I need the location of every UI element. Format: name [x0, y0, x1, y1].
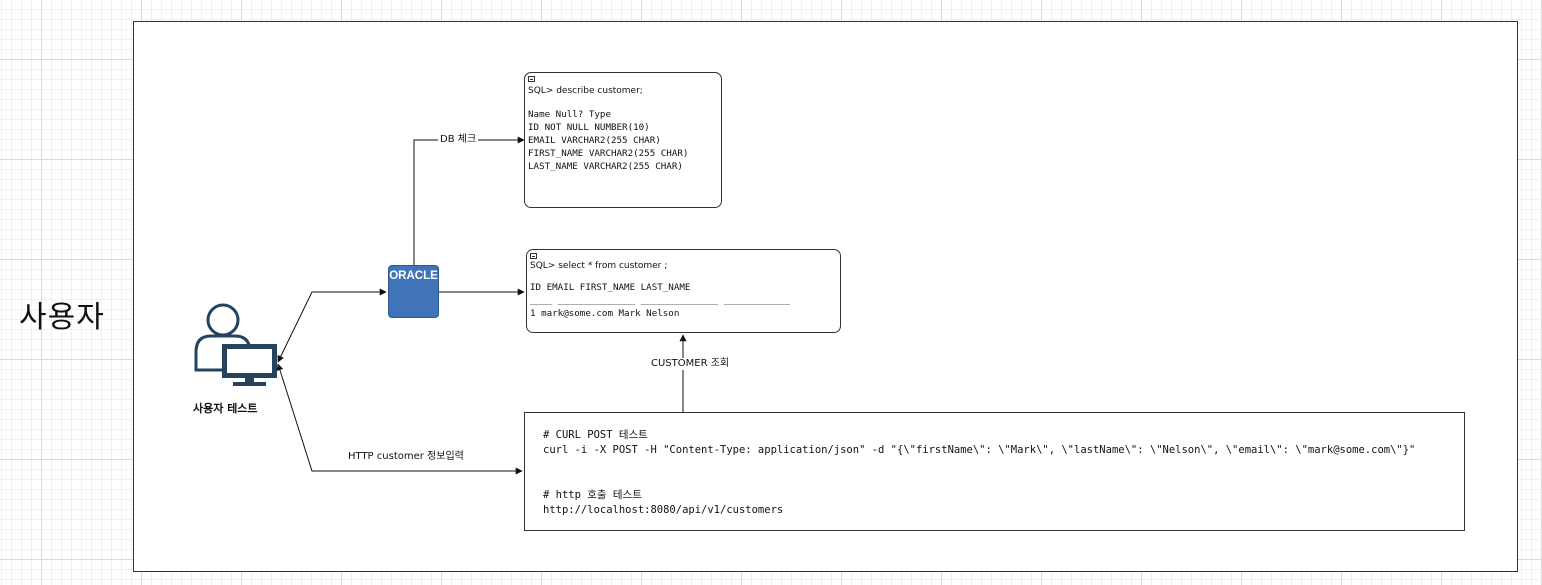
edge-user-curl	[276, 363, 523, 475]
curl-test-box: # CURL POST 테스트 curl -i -X POST -H "Cont…	[524, 412, 1465, 531]
oracle-db-icon: ORACLE	[388, 265, 439, 318]
edge-label-db-check: DB 체크	[438, 134, 479, 146]
user-computer-icon	[194, 303, 277, 386]
user-label: 사용자 테스트	[193, 402, 258, 415]
collapse-icon	[530, 253, 537, 259]
select-prompt: SQL> select * from customer ;	[530, 261, 668, 271]
edge-user-oracle	[277, 288, 387, 363]
select-customer-box: SQL> select * from customer ; ID EMAIL F…	[526, 249, 841, 333]
edge-label-customer-query: CUSTOMER 조회	[649, 358, 732, 370]
describe-customer-box: SQL> describe customer; Name Null? Type …	[524, 72, 722, 208]
select-output: ID EMAIL FIRST_NAME LAST_NAME ____ _____…	[530, 282, 790, 319]
edge-label-http-input: HTTP customer 정보입력	[346, 451, 466, 463]
collapse-icon	[528, 76, 535, 82]
edge-db-check	[413, 136, 525, 265]
side-title: 사용자	[19, 300, 105, 335]
describe-prompt: SQL> describe customer;	[528, 86, 643, 96]
describe-output: Name Null? Type ID NOT NULL NUMBER(10) E…	[528, 109, 689, 172]
